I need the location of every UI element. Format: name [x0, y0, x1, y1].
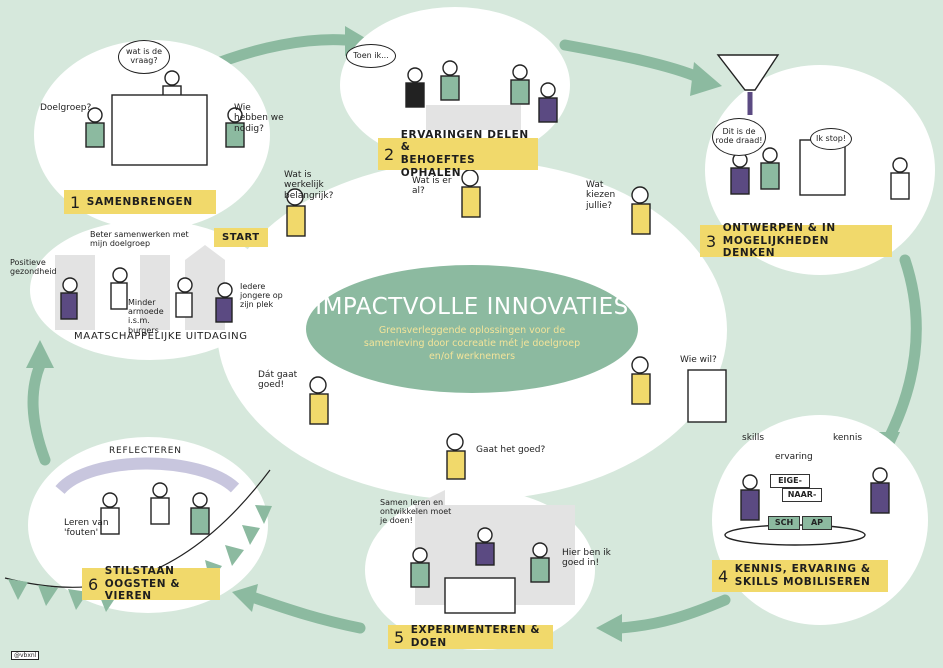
- ownership-block-1: EIGE-: [770, 474, 810, 488]
- step-2-label: 2 ERVARINGEN DELEN &BEHOEFTES OPHALEN: [378, 129, 538, 179]
- step-2-number: 2: [384, 144, 395, 164]
- arrow-3-to-4: [882, 254, 922, 446]
- step-4-number: 4: [718, 566, 729, 586]
- speech-choose: Wat kiezen jullie?: [586, 180, 616, 211]
- step-5-text: EXPERIMENTEREN & DOEN: [410, 624, 541, 649]
- step-2-line2: BEHOEFTES OPHALEN: [400, 154, 476, 179]
- speech-stop: Ik stop!: [810, 128, 852, 150]
- step-6-line1: STILSTAAN: [104, 565, 175, 578]
- step-2-line1: ERVARINGEN DELEN &: [400, 128, 529, 154]
- step-4-line2: SKILLS MOBILISEREN: [734, 576, 871, 588]
- speech-who-wants: Wie wil?: [680, 355, 717, 365]
- step-5-number: 5: [394, 627, 405, 647]
- reflect-label: REFLECTEREN: [109, 446, 182, 456]
- speech-going-well: Gaat het goed?: [476, 445, 546, 455]
- ownership-block-2: NAAR-: [782, 488, 822, 502]
- speech-red-thread: Dit is de rode draad!: [712, 118, 766, 156]
- step-4-line1: KENNIS, ERVARING &: [734, 563, 871, 576]
- arrow-2-to-3: [559, 39, 706, 84]
- knowledge-label: kennis: [833, 433, 863, 443]
- speech-who: Wie hebben we nodig?: [234, 103, 284, 134]
- arrowhead-2: [690, 62, 722, 96]
- ownership-block-3: SCH: [768, 516, 800, 530]
- experience-label: ervaring: [775, 452, 813, 462]
- center-title-oval: IMPACTVOLLE INNOVATIES Grensverleggende …: [306, 265, 638, 393]
- arrowhead-4: [596, 614, 622, 642]
- speech-important: Wat is werkelijk belangrijk?: [284, 170, 334, 201]
- step-1-label: 1 SAMENBRENGEN: [64, 190, 216, 214]
- arrow-6-to-start: [27, 359, 51, 466]
- challenge-title: MAATSCHAPPELIJKE UITDAGING: [74, 331, 248, 342]
- main-title: IMPACTVOLLE INNOVATIES: [315, 294, 629, 321]
- step-5-label: 5 EXPERIMENTEREN & DOEN: [388, 624, 553, 649]
- step-1-number: 1: [70, 192, 81, 212]
- speech-question: wat is de vraag?: [118, 40, 170, 74]
- start-label: START: [214, 228, 268, 247]
- speech-learn-mistakes: Leren van 'fouten': [64, 518, 109, 539]
- speech-that-goes-well: Dát gaat goed!: [258, 370, 298, 391]
- step-3-line2: MOGELIJKHEDEN DENKEN: [722, 234, 830, 260]
- step-1-text: SAMENBRENGEN: [86, 195, 193, 208]
- step-6-number: 6: [88, 574, 99, 594]
- speech-learn-together: Samen leren en ontwikkelen moet je doen!: [380, 498, 452, 526]
- author-logo: @vbxnl: [11, 651, 40, 660]
- arrow-4-to-5: [614, 594, 731, 634]
- step-4-label: 4 KENNIS, ERVARING &SKILLS MOBILISEREN: [712, 560, 888, 592]
- skills-label: skills: [742, 433, 765, 443]
- step-6-line2: OOGSTEN & VIEREN: [104, 577, 181, 603]
- main-subtitle: Grensverleggende oplossingen voor de sam…: [363, 325, 581, 362]
- challenge-note-health: Positieve gezondheid: [10, 258, 57, 277]
- speech-already: Wat is er al?: [412, 176, 452, 197]
- challenge-note-cooperate: Beter samenwerken met mijn doelgroep: [90, 230, 189, 249]
- ownership-block-4: AP: [802, 516, 832, 530]
- arrowhead-5: [232, 584, 258, 612]
- speech-then: Toen ik...: [346, 44, 396, 68]
- challenge-note-youth: Iedere jongere op zijn plek: [240, 282, 283, 310]
- step-3-line1: ONTWERPEN & IN: [722, 222, 836, 235]
- challenge-note-poverty: Minder armoede i.s.m. burgers: [128, 298, 164, 335]
- speech-target: Doelgroep?: [40, 103, 92, 113]
- arrowhead-6: [26, 340, 54, 368]
- arrow-5-to-6: [249, 592, 366, 634]
- speech-good-at: Hier ben ik goed in!: [562, 548, 611, 569]
- step-3-number: 3: [706, 231, 717, 251]
